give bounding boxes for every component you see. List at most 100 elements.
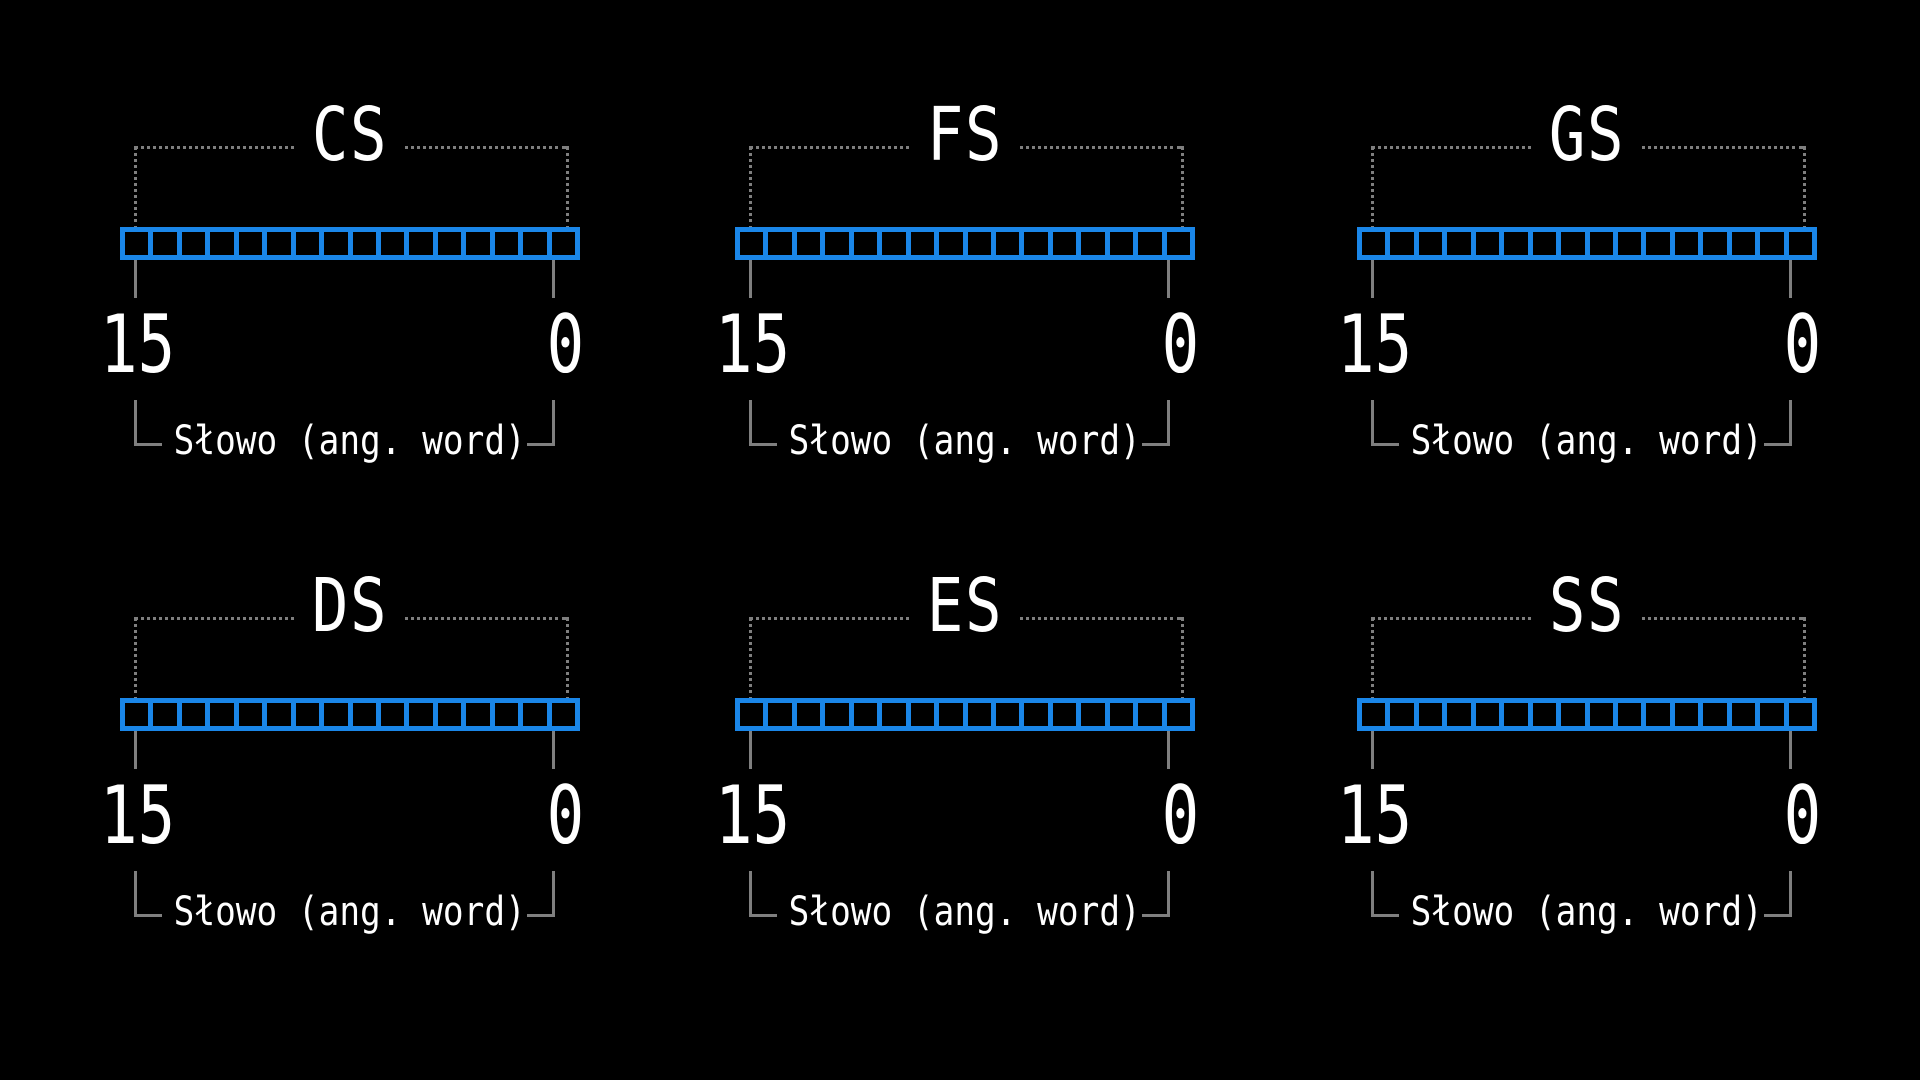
bit-cell <box>1161 232 1190 255</box>
bit-cell <box>205 703 234 726</box>
bit-cell <box>375 703 405 726</box>
bit-cell <box>763 232 792 255</box>
bit-cell <box>1076 232 1105 255</box>
bit-cell <box>1669 232 1699 255</box>
bit-cell <box>934 232 963 255</box>
bit-cell <box>1047 232 1077 255</box>
top-bracket-left <box>749 146 752 230</box>
tick-left <box>134 260 137 298</box>
word-bracket-left <box>749 871 777 917</box>
register-panel-es: ES 15 0 Słowo (ang. word) <box>715 471 1215 935</box>
low-bit-label: 0 <box>1783 769 1821 862</box>
low-bit-label: 0 <box>1783 298 1821 391</box>
bit-cell <box>1019 703 1048 726</box>
word-bracket-left <box>134 871 162 917</box>
bit-cell <box>1698 703 1727 726</box>
bit-cell <box>148 232 177 255</box>
bit-cell <box>905 703 935 726</box>
word-label: Słowo (ang. word) <box>788 889 1142 935</box>
bit-cell <box>404 703 433 726</box>
bit-cell <box>176 232 206 255</box>
bit-cell <box>905 232 935 255</box>
bit-cell <box>290 232 320 255</box>
word-label: Słowo (ang. word) <box>173 889 527 935</box>
bit-cell <box>404 232 433 255</box>
top-bracket-right <box>1181 617 1184 701</box>
tick-left <box>749 731 752 769</box>
bit-cell <box>962 703 991 726</box>
top-bracket-right <box>566 146 569 230</box>
bit-cell <box>791 232 821 255</box>
register-panel-fs: FS 15 0 Słowo (ang. word) <box>715 0 1215 464</box>
top-bracket-left <box>1371 617 1374 701</box>
bit-cell <box>1641 703 1670 726</box>
bit-cell <box>1584 232 1613 255</box>
bit-cell <box>1499 232 1528 255</box>
bit-cell <box>740 232 764 255</box>
register-name: ES <box>776 566 1153 646</box>
high-bit-label: 15 <box>715 298 791 391</box>
register-panel-cs: CS 15 0 Słowo (ang. word) <box>100 0 600 464</box>
top-bracket-left <box>749 617 752 701</box>
bit-cell <box>1726 703 1756 726</box>
word-bracket-right <box>1142 871 1170 917</box>
bit-cell <box>1470 232 1500 255</box>
low-bit-label: 0 <box>546 298 584 391</box>
top-bracket-right <box>1803 617 1806 701</box>
bit-cell <box>262 232 291 255</box>
bit-cell <box>518 703 547 726</box>
bit-cell <box>125 232 149 255</box>
bit-cell <box>1755 232 1784 255</box>
bit-field <box>1357 698 1817 731</box>
top-bracket-right <box>1181 146 1184 230</box>
bit-cell <box>820 703 849 726</box>
bit-cell <box>990 232 1020 255</box>
bit-cell <box>176 703 206 726</box>
top-bracket-left <box>134 146 137 230</box>
word-bracket-left <box>134 400 162 446</box>
register-panel-ss: SS 15 0 Słowo (ang. word) <box>1337 471 1837 935</box>
register-panel-ds: DS 15 0 Słowo (ang. word) <box>100 471 600 935</box>
bit-cell <box>1104 232 1134 255</box>
register-name: FS <box>776 95 1153 175</box>
bit-cell <box>848 703 878 726</box>
bit-cell <box>1556 232 1585 255</box>
top-bracket-left <box>134 617 137 701</box>
tick-right <box>1167 731 1170 769</box>
bit-cell <box>1442 232 1471 255</box>
bit-cell <box>820 232 849 255</box>
bit-cell <box>1161 703 1190 726</box>
bit-cell <box>1669 703 1699 726</box>
bit-cell <box>1612 703 1642 726</box>
bit-cell <box>1104 703 1134 726</box>
top-bracket-right <box>1803 146 1806 230</box>
tick-right <box>1789 260 1792 298</box>
bit-cell <box>319 703 348 726</box>
word-bracket-right <box>1764 871 1792 917</box>
bit-cell <box>489 232 519 255</box>
bit-cell <box>1584 703 1613 726</box>
bit-cell <box>877 232 906 255</box>
word-bracket-right <box>1764 400 1792 446</box>
high-bit-label: 15 <box>715 769 791 862</box>
bit-cell <box>848 232 878 255</box>
bit-field <box>735 698 1195 731</box>
bit-cell <box>1385 703 1414 726</box>
bit-field <box>1357 227 1817 260</box>
bit-cell <box>375 232 405 255</box>
top-bracket-left <box>1371 146 1374 230</box>
bit-cell <box>1783 703 1812 726</box>
register-name: SS <box>1398 566 1775 646</box>
bit-cell <box>1385 232 1414 255</box>
bit-cell <box>125 703 149 726</box>
tick-right <box>1167 260 1170 298</box>
bit-cell <box>347 703 376 726</box>
bit-cell <box>1527 703 1557 726</box>
bit-cell <box>1076 703 1105 726</box>
bit-cell <box>763 703 792 726</box>
bit-field <box>735 227 1195 260</box>
word-bracket-right <box>1142 400 1170 446</box>
bit-cell <box>1133 232 1162 255</box>
low-bit-label: 0 <box>1161 298 1199 391</box>
